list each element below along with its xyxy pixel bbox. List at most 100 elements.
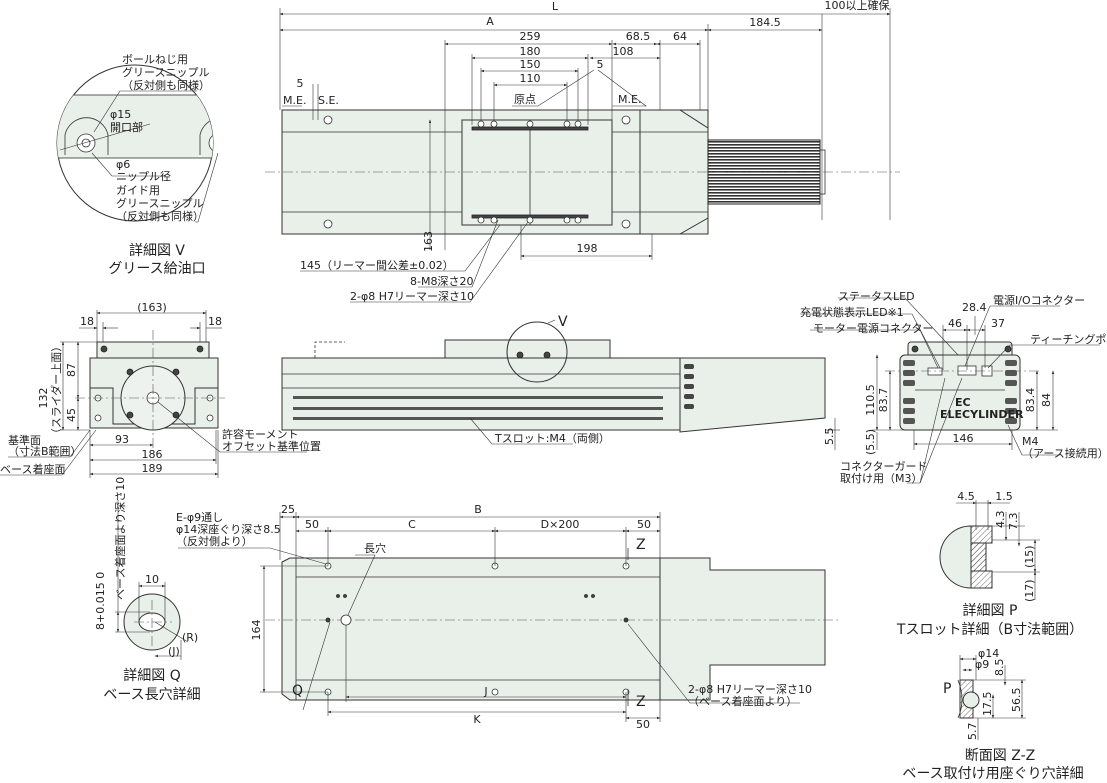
opening-label: 開口部: [110, 120, 143, 134]
power-io-connector-label: 電源I/Oコネクター: [993, 293, 1085, 307]
q-dim-R: (R): [182, 631, 198, 644]
dim-110-5: 110.5: [864, 384, 877, 416]
detail-p: 4.5 1.5 4.3 7.3 (15) (17) 詳細図 P Tスロット詳細（…: [896, 490, 1083, 638]
earth-label: （アース接続用）: [1022, 446, 1107, 460]
connector-guard-2: 取付け用（M3）: [840, 472, 923, 485]
detail-q-subtitle: ベース長穴詳細: [103, 687, 200, 703]
dim-110: 110: [520, 72, 541, 85]
guide-nipple-3: （反対側も同様）: [116, 209, 204, 223]
dim-189: 189: [142, 462, 163, 475]
dim-Dx200: D×200: [541, 518, 580, 531]
e-holes-3: （反対側より）: [176, 534, 253, 548]
me-left-label: M.E.: [283, 94, 306, 107]
motor-power-connector-label: モーター電源コネクター: [813, 321, 934, 335]
status-led-label: ステータスLED: [838, 290, 915, 303]
dim-5-5: 5.5: [823, 428, 836, 446]
dim-5-right: 5: [597, 58, 604, 71]
charge-led-label: 充電状態表示LED※1: [800, 305, 904, 319]
callout-phi8: 2-φ8 H7リーマー深さ10: [350, 290, 474, 303]
reference-face-2: （寸法B範囲）: [8, 444, 82, 458]
nipple-dia-label: ニップル径: [116, 170, 171, 183]
dim-C: C: [408, 518, 416, 531]
dim-83-4: 83.4: [1024, 388, 1037, 413]
end-view-right: EC ELECYLINDER ステータスLED 充電状態表示LED※1 モーター…: [800, 290, 1107, 485]
connector-guard-1: コネクターガード: [840, 460, 928, 473]
zz-dim-phi9: φ9: [975, 658, 989, 671]
section-z-top: Z: [636, 537, 646, 553]
section-z-z: φ14 φ9 8.5 56.5 17.5 5.7 P 断面図 Z-Z ベース取付…: [902, 647, 1083, 782]
callout-reamer-pitch: 145（リーマー間公差±0.02）: [300, 258, 454, 272]
moment-offset-2: オフセット基準位置: [222, 439, 321, 453]
dim-108: 108: [613, 45, 634, 58]
detail-q-marker: Q: [292, 683, 303, 699]
dim-50-bottom: 50: [636, 718, 650, 731]
ec-logo-mark: EC: [955, 396, 971, 409]
section-z-bottom: Z: [636, 694, 646, 710]
zz-dim-5-7: 5.7: [966, 723, 979, 741]
dim-84: 84: [1040, 393, 1053, 407]
e-holes-2: φ14深座ぐり深さ8.5: [176, 522, 281, 536]
detail-v: ボールねじ用 グリースニップル （反対側も同様） φ15 開口部 φ6 ニップル…: [56, 53, 219, 277]
nipple-dia: φ6: [116, 158, 130, 171]
t-slot-label: Tスロット:M4（両側）: [494, 432, 610, 445]
detail-v-marker: V: [558, 314, 568, 330]
q-tolerance: 8+0.015 0: [94, 572, 107, 630]
detail-v-subtitle: グリース給油口: [108, 261, 205, 277]
dim-186: 186: [142, 448, 163, 461]
dim-18-right: 18: [208, 315, 222, 328]
p-dim-7-3: 7.3: [1007, 513, 1020, 531]
dim-18-left: 18: [80, 315, 94, 328]
dim-198: 198: [577, 242, 598, 255]
zz-dim-8-5: 8.5: [993, 659, 1006, 677]
dim-132: 132: [37, 388, 50, 409]
dim-83-7: 83.7: [877, 388, 890, 413]
dim-146: 146: [953, 432, 974, 445]
slider: [461, 119, 613, 226]
dim-164: 164: [250, 620, 263, 641]
ball-screw-nipple-1: ボールねじ用: [122, 53, 188, 66]
elecylinder-logo: ELECYLINDER: [940, 408, 1024, 421]
dim-46: 46: [948, 317, 962, 330]
dim-132-note: （スライダー上面）: [49, 341, 63, 440]
p-dim-15: (15): [1023, 545, 1036, 568]
zz-dim-17-5: 17.5: [981, 692, 994, 717]
detail-v-title: 詳細図 V: [129, 243, 185, 259]
dim-B: B: [474, 503, 482, 516]
opening-dia: φ15: [110, 108, 131, 121]
ball-screw-nipple-2: グリースニップル: [122, 65, 209, 79]
p-dim-4-5: 4.5: [957, 490, 975, 503]
top-view: L 100以上確保 A 184.5 259 68.5 64 180 108 15…: [265, 0, 900, 303]
dim-5-5-paren: (5.5): [864, 429, 877, 455]
dim-37: 37: [991, 317, 1005, 330]
e-holes-1: E-φ9通し: [176, 511, 223, 524]
mount-holes: [323, 115, 631, 229]
dim-K: K: [473, 713, 481, 726]
zz-dim-phi14: φ14: [978, 647, 999, 660]
moment-offset-1: 許容モーメント: [222, 427, 299, 441]
callout-m8: 8-M8深さ20: [410, 275, 473, 288]
dim-50-left: 50: [305, 518, 319, 531]
q-depth-note: ベース着座面より深さ10: [113, 477, 127, 600]
p-dim-17: (17): [1023, 579, 1036, 602]
detail-p-subtitle: Tスロット詳細（B寸法範囲）: [896, 621, 1083, 638]
base-mount-face: ベース着座面: [0, 462, 65, 476]
reference-face-1: 基準面: [8, 433, 41, 447]
slot-label: 長穴: [364, 541, 386, 555]
dim-50-right: 50: [637, 518, 651, 531]
guide-nipple-2: グリースニップル: [116, 196, 203, 210]
q-dim-J: (J): [168, 645, 180, 658]
dim-64: 64: [673, 30, 687, 43]
dim-259: 259: [520, 30, 541, 43]
bottom-view: 25 B 50 C D×200 50 E-φ9通し φ14深座ぐり深さ8.5 （…: [176, 503, 840, 731]
dim-5-left: 5: [297, 77, 304, 90]
detail-q: ベース着座面より深さ10 8+0.015 0 10 (R) (J) 詳細図 Q …: [94, 477, 201, 703]
p-dim-4-3: 4.3: [994, 511, 1007, 529]
ball-screw-nipple-3: （反対側も同様）: [122, 78, 210, 92]
zz-dim-56-5: 56.5: [1010, 688, 1023, 713]
me-right-label: M.E.: [618, 93, 641, 106]
dim-L: L: [552, 0, 559, 13]
dim-150: 150: [520, 58, 541, 71]
se-label: S.E.: [318, 94, 339, 107]
dim-A: A: [486, 15, 494, 28]
